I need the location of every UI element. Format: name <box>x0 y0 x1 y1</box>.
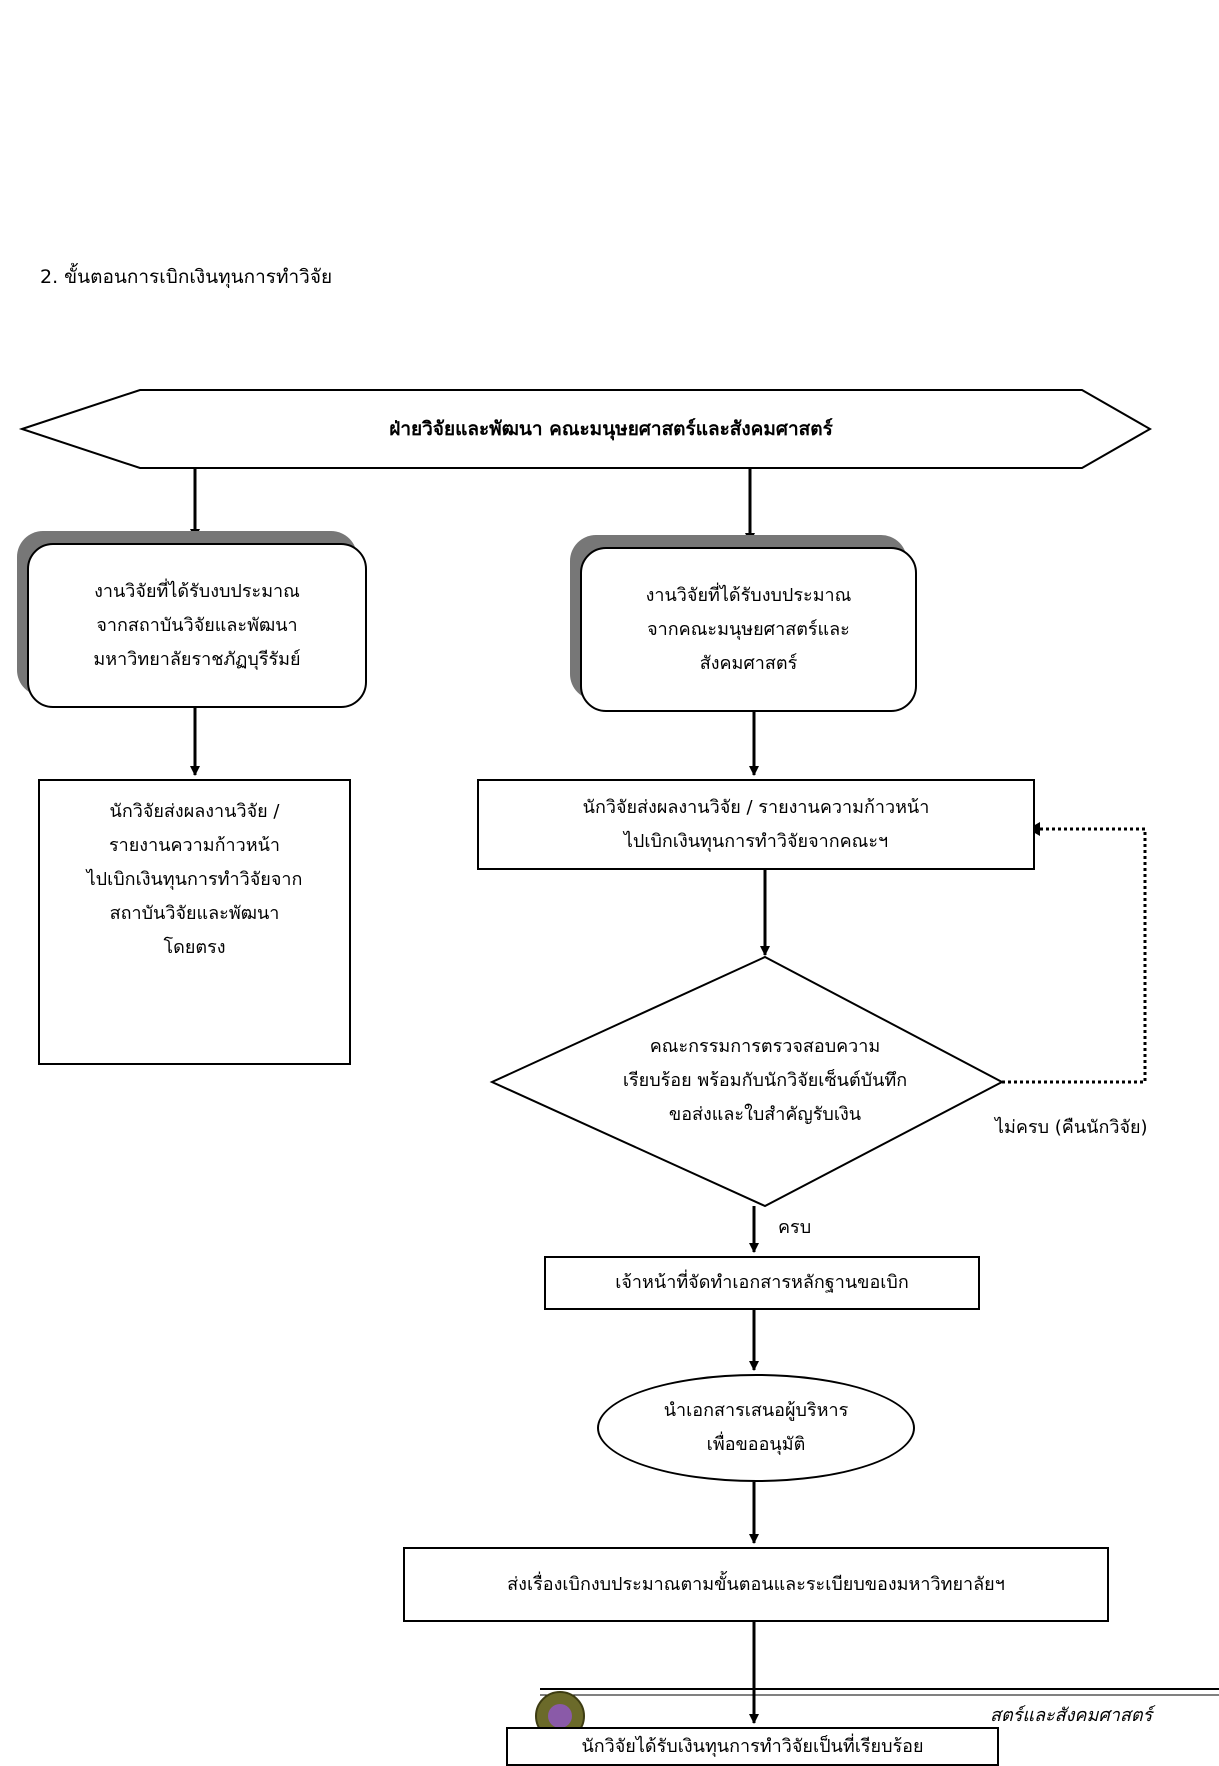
footer-faculty-text: สตร์และสังคมศาสตร์ <box>990 1705 1153 1726</box>
page-title: 2. ขั้นตอนการเบิกเงินทุนการทำวิจัย <box>40 266 333 288</box>
decision-diamond <box>489 955 1005 1208</box>
left-budget-box: งานวิจัยที่ได้รับงบประมาณ จากสถาบันวิจัย… <box>27 543 367 708</box>
present-executive-ellipse: นำเอกสารเสนอผู้บริหาร เพื่อขออนุมัติ <box>597 1374 915 1482</box>
incomplete-label: ไม่ครบ (คืนนักวิจัย) <box>995 1117 1148 1138</box>
banner-shape <box>18 389 1153 469</box>
staff-docs-box: เจ้าหน้าที่จัดทำเอกสารหลักฐานขอเบิก <box>544 1256 980 1310</box>
decision-label: คณะกรรมการตรวจสอบความ เรียบร้อย พร้อมกับ… <box>622 1036 908 1125</box>
left-submit-box: นักวิจัยส่งผลงานวิจัย / รายงานความก้าวหน… <box>38 779 351 1065</box>
final-box: นักวิจัยได้รับเงินทุนการทำวิจัยเป็นที่เร… <box>506 1727 999 1766</box>
right-submit-box: นักวิจัยส่งผลงานวิจัย / รายงานความก้าวหน… <box>477 779 1035 870</box>
send-budget-box: ส่งเรื่องเบิกงบประมาณตามขั้นตอนและระเบีย… <box>403 1547 1109 1622</box>
banner-label: ฝ่ายวิจัยและพัฒนา คณะมนุษยศาสตร์และสังคม… <box>389 418 833 440</box>
complete-label: ครบ <box>778 1217 812 1238</box>
right-budget-box: งานวิจัยที่ได้รับงบประมาณ จากคณะมนุษยศาส… <box>580 547 917 712</box>
